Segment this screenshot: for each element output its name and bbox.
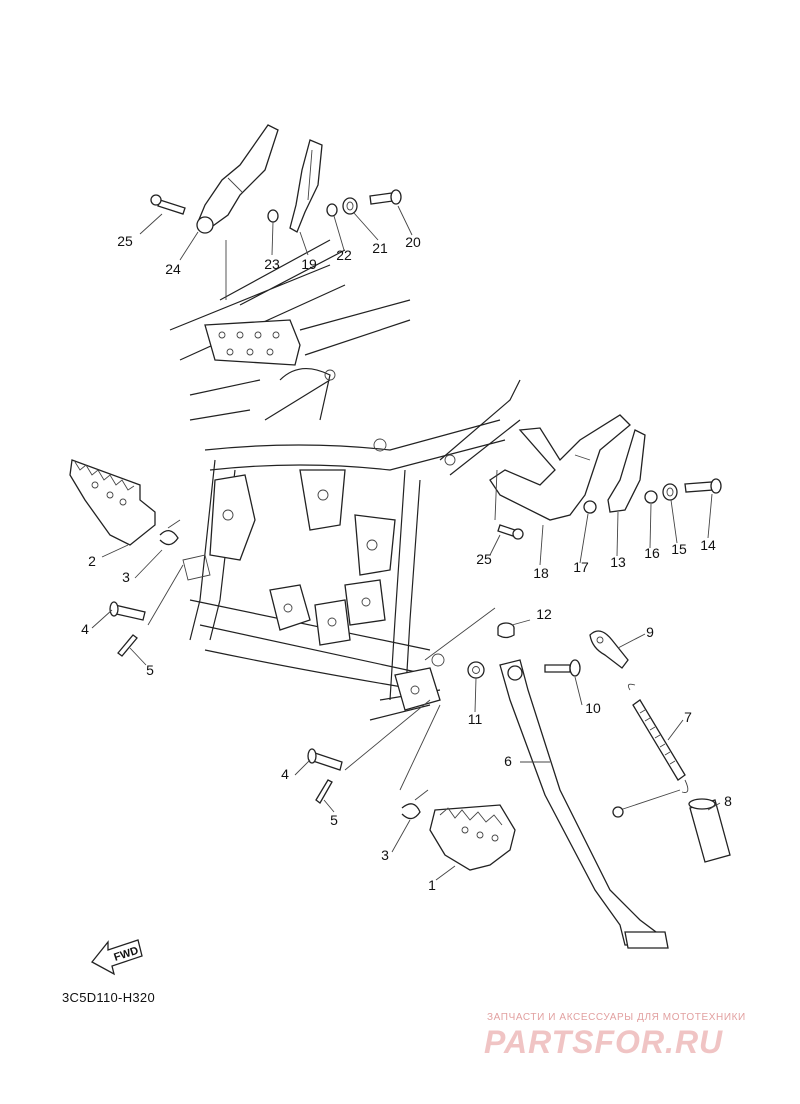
rear-footrest-left <box>150 124 402 300</box>
callout-8: 8 <box>724 793 732 809</box>
callout-20: 20 <box>405 234 421 250</box>
callout-10: 10 <box>585 700 601 716</box>
fwd-arrow-icon: FWD <box>91 939 143 976</box>
callout-24: 24 <box>165 261 181 277</box>
callout-25: 25 <box>117 233 133 249</box>
callout-23: 23 <box>264 256 280 272</box>
watermark-subtitle: ЗАПЧАСТИ И АКСЕССУАРЫ ДЛЯ МОТОТЕХНИКИ <box>487 1012 746 1023</box>
callout-16: 16 <box>644 545 660 561</box>
rear-footrest-right <box>489 414 722 540</box>
callout-12: 12 <box>536 606 552 622</box>
callout-21: 21 <box>372 240 388 256</box>
diagram-code: 3C5D110-H320 <box>62 990 155 1005</box>
callout-4: 4 <box>281 766 289 782</box>
callout-14: 14 <box>700 537 716 553</box>
callout-3: 3 <box>381 847 389 863</box>
callouts: 25 24 23 19 22 21 20 2 3 4 5 25 18 17 13… <box>81 233 732 893</box>
callout-9: 9 <box>646 624 654 640</box>
callout-3: 3 <box>122 569 130 585</box>
callout-22: 22 <box>336 247 352 263</box>
sidestand <box>424 607 731 949</box>
callout-7: 7 <box>684 709 692 725</box>
watermark-brand: PARTSFOR.RU <box>484 1024 724 1060</box>
callout-4: 4 <box>81 621 89 637</box>
frame <box>169 239 521 721</box>
callout-15: 15 <box>671 541 687 557</box>
callout-17: 17 <box>573 559 589 575</box>
callout-25: 25 <box>476 551 492 567</box>
callout-19: 19 <box>301 256 317 272</box>
callout-6: 6 <box>504 753 512 769</box>
callout-13: 13 <box>610 554 626 570</box>
left-footpeg <box>69 459 184 657</box>
callout-11: 11 <box>468 711 483 727</box>
callout-2: 2 <box>88 553 96 569</box>
right-footpeg <box>307 699 516 871</box>
callout-1: 1 <box>428 877 436 893</box>
callout-5: 5 <box>146 662 154 678</box>
callout-18: 18 <box>533 565 549 581</box>
leader-lines <box>91 205 721 881</box>
callout-5: 5 <box>330 812 338 828</box>
